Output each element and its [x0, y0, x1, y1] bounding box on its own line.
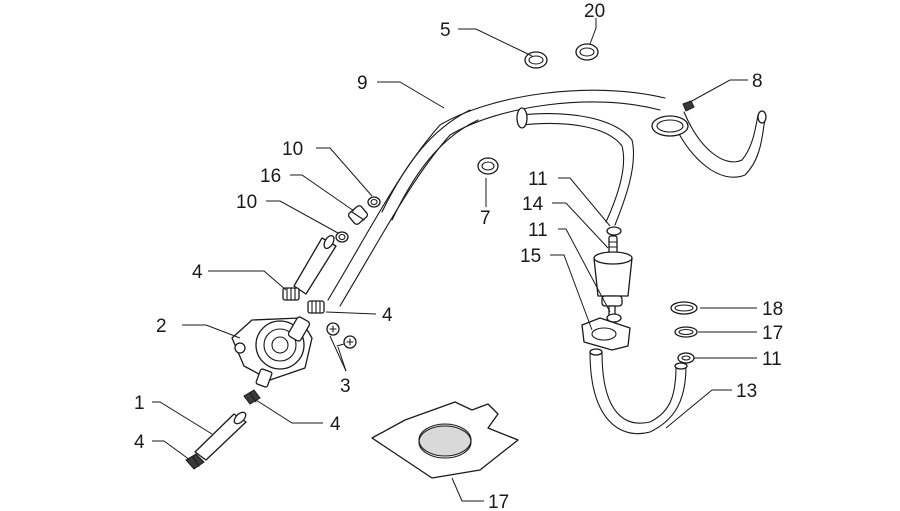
clamp-5 — [524, 51, 548, 69]
short-hose — [293, 234, 337, 295]
callout-17-right: 17 — [762, 323, 783, 344]
callout-1: 1 — [134, 393, 145, 414]
clamp-7 — [477, 157, 499, 175]
clamp-10-upper — [367, 196, 381, 208]
gasket-17 — [371, 401, 519, 479]
clamp-17 — [674, 326, 698, 338]
callout-10-lower: 10 — [236, 192, 257, 213]
clamp-8 — [651, 100, 695, 137]
callout-2: 2 — [156, 316, 167, 337]
callout-3: 3 — [340, 376, 351, 397]
callout-8: 8 — [752, 71, 763, 92]
fuel-filter-14 — [593, 235, 633, 317]
callout-13: 13 — [736, 381, 757, 402]
fuel-pump-2 — [231, 316, 313, 388]
callout-4-lower: 4 — [330, 414, 341, 435]
callout-5: 5 — [440, 20, 451, 41]
clamp-18 — [670, 301, 698, 315]
bracket-15 — [581, 317, 631, 351]
callout-20: 20 — [584, 1, 605, 22]
callout-11-upper: 11 — [528, 169, 548, 190]
callout-14: 14 — [522, 194, 544, 215]
fitting-4-upper-right — [307, 300, 325, 314]
hose-1 — [194, 411, 247, 461]
callout-11-right: 11 — [762, 349, 782, 370]
callout-11-middle: 11 — [528, 220, 548, 241]
fitting-4-lower — [243, 389, 261, 405]
screw-3-a — [326, 322, 340, 336]
callout-4-upper-right: 4 — [382, 305, 393, 326]
clamp-11-upper — [606, 226, 622, 236]
clamp-10-lower — [335, 231, 349, 243]
callout-4-upper-left: 4 — [192, 262, 203, 283]
fitting-4-bottom — [185, 453, 205, 470]
callout-18: 18 — [762, 299, 783, 320]
callout-16: 16 — [260, 166, 281, 187]
clamp-11-right — [677, 352, 695, 364]
callout-7: 7 — [480, 208, 491, 229]
connector-16 — [347, 205, 369, 225]
fitting-4-upper-left — [282, 287, 300, 301]
hose-9 — [327, 89, 767, 307]
screw-3-b — [336, 335, 357, 349]
hose-13 — [589, 348, 688, 435]
leader-lines — [152, 18, 757, 502]
callout-17-bottom: 17 — [488, 492, 509, 511]
callout-labels: 5 20 9 8 10 16 10 7 11 14 11 15 4 4 2 3 … — [134, 1, 783, 511]
callout-15: 15 — [520, 246, 541, 267]
callout-4-bottom: 4 — [134, 432, 145, 453]
callout-9: 9 — [357, 73, 368, 94]
callout-10-upper: 10 — [282, 139, 303, 160]
clamp-20 — [575, 43, 599, 61]
